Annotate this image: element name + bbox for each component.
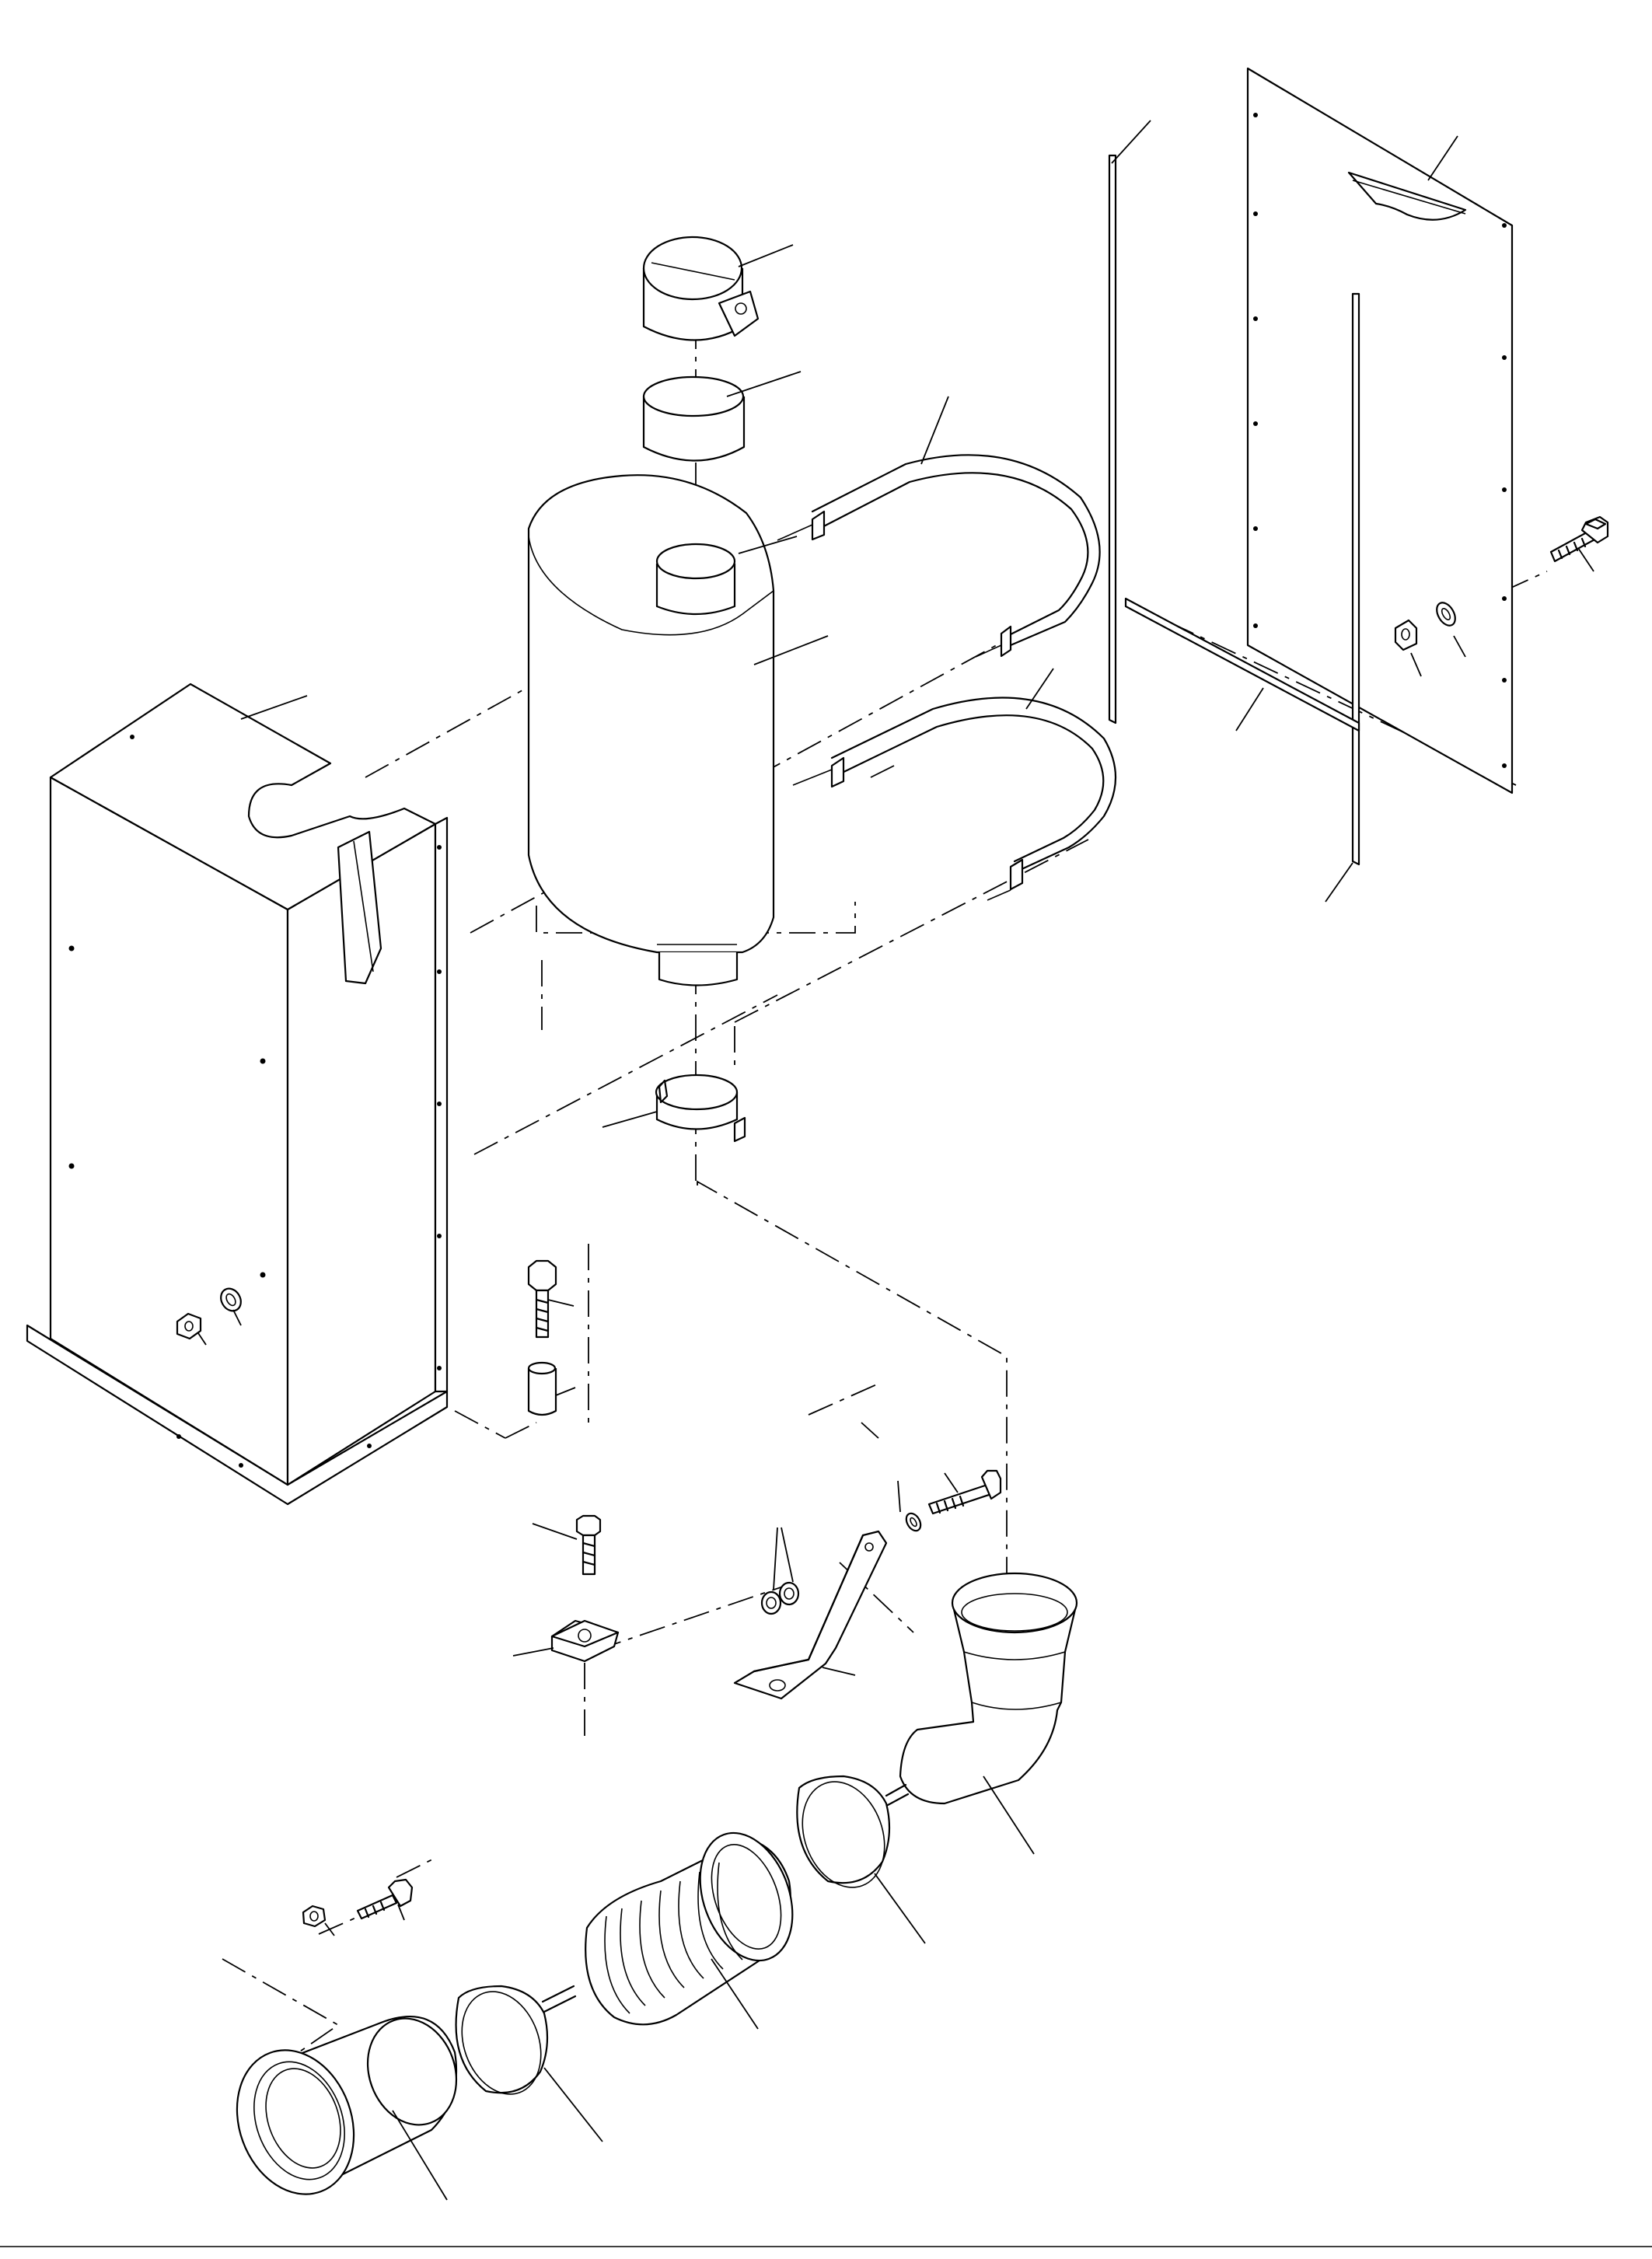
panel-nut — [1394, 619, 1418, 651]
flex-bellows — [585, 1831, 794, 2026]
cross-strip — [1124, 597, 1360, 732]
flange-bolt — [356, 1878, 414, 1920]
muffler-housing — [26, 683, 449, 1506]
band-clamp-upper — [796, 1775, 910, 1888]
edge-strip-right — [1351, 292, 1360, 866]
edge-strip-left — [1108, 154, 1117, 724]
elbow-pipe — [899, 1572, 1078, 1805]
support-bracket — [733, 1530, 888, 1700]
panel-washer — [1436, 602, 1456, 627]
flange-nut — [302, 1905, 327, 1928]
muffler-strap-upper — [777, 454, 1101, 658]
housing-washer — [220, 1287, 242, 1312]
cap-sleeve — [642, 375, 746, 462]
nut-pair — [760, 1581, 800, 1615]
muffler — [527, 474, 775, 986]
spacer-bolt — [527, 1259, 557, 1339]
rain-cap — [642, 236, 760, 341]
flanged-inlet — [236, 2016, 458, 2195]
side-panel-holes — [1253, 113, 1507, 768]
mount-bolt — [575, 1514, 602, 1576]
mount-plate — [550, 1619, 620, 1663]
leader-lines — [197, 120, 1594, 2201]
spacer — [527, 1361, 557, 1416]
housing-holes — [68, 735, 442, 1468]
muffler-strap-lower — [792, 697, 1116, 901]
tail-clamp — [655, 1074, 746, 1143]
panel-bolt — [1549, 515, 1609, 563]
bracket-bolt — [927, 1469, 1002, 1515]
band-clamp-lower — [455, 1985, 577, 2095]
housing-nut — [176, 1312, 202, 1340]
bracket-washer — [905, 1512, 922, 1532]
